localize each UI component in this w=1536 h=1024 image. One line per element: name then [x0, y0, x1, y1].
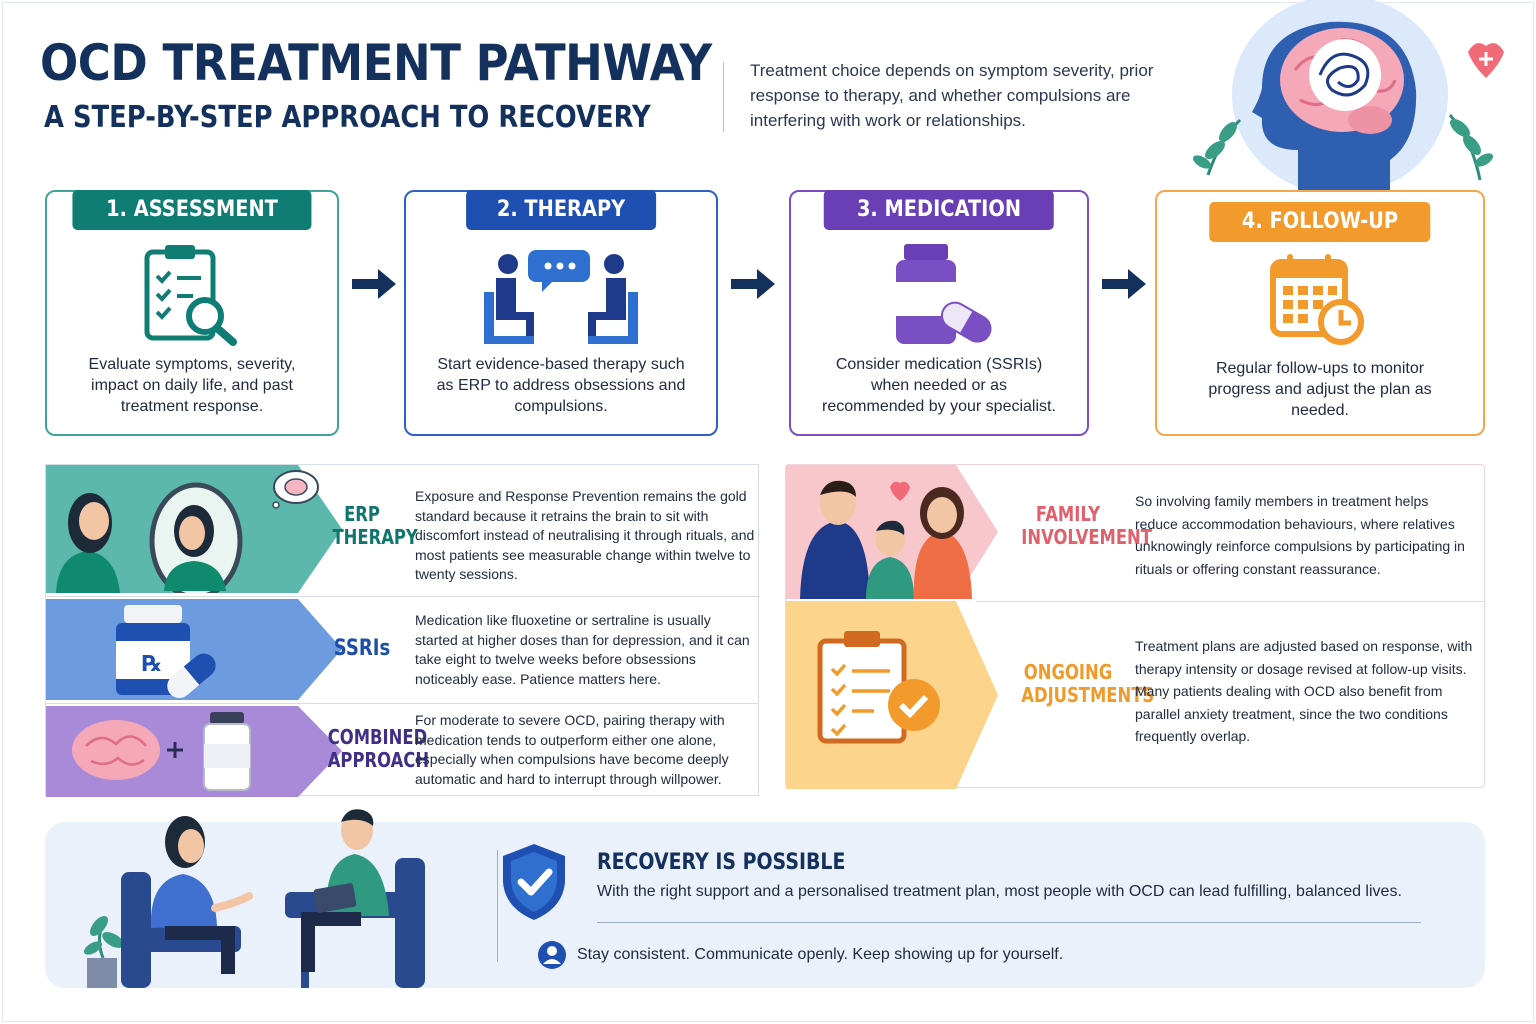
row-divider	[46, 703, 758, 704]
clipboard-search-icon	[144, 245, 237, 346]
page-title: OCD TREATMENT PATHWAY	[40, 34, 712, 92]
banner-rule	[597, 922, 1421, 923]
step-assessment: 1. ASSESSMENT Evaluate symptoms, severit…	[45, 190, 339, 436]
recovery-banner: RECOVERY IS POSSIBLE With the right supp…	[45, 809, 1485, 988]
therapy-session-icon	[484, 250, 638, 344]
step-description: Consider medication (SSRIs) when needed …	[822, 356, 1056, 415]
medication-bottle-icon	[896, 244, 992, 344]
step-therapy: 2. THERAPY Start evidence-based therapy …	[404, 190, 718, 436]
ssris-row: ℞ SSRIs Medication like fluoxetine or se…	[46, 599, 760, 700]
step-description: Evaluate symptoms, severity, impact on d…	[88, 356, 296, 415]
row-description: So involving family members in treatment…	[1135, 493, 1465, 577]
row-description: For moderate to severe OCD, pairing ther…	[415, 712, 729, 787]
user-icon	[538, 941, 566, 969]
banner-footer: Stay consistent. Communicate openly. Kee…	[537, 940, 1063, 970]
arrow-right-icon	[1102, 269, 1146, 299]
combined-band	[46, 706, 342, 797]
banner-title: RECOVERY IS POSSIBLE	[597, 850, 846, 875]
erp-band	[46, 465, 342, 593]
intro-text: Treatment choice depends on symptom seve…	[750, 61, 1154, 130]
shield-check-icon	[503, 844, 565, 920]
step-follow-up: 4. FOLLOW-UP Regular follow-ups to monit…	[1155, 190, 1485, 436]
banner-text: With the right support and a personalise…	[597, 883, 1402, 900]
row-description: Medication like fluoxetine or sertraline…	[415, 612, 750, 687]
page-subtitle: A STEP-BY-STEP APPROACH TO RECOVERY	[44, 100, 651, 135]
ssris-band: ℞	[46, 599, 342, 700]
arrow-right-icon	[731, 269, 775, 299]
row-label: SSRIs	[333, 636, 391, 661]
step-description: Regular follow-ups to monitor progress a…	[1208, 360, 1432, 419]
banner-footer-text: Stay consistent. Communicate openly. Kee…	[577, 946, 1064, 964]
step-medication: 3. MEDICATION Consider medication (SSRIs…	[789, 190, 1089, 436]
row-divider	[976, 601, 1484, 602]
step-label: 3. MEDICATION	[823, 190, 1055, 230]
adjustments-band	[786, 601, 998, 789]
step-label: 2. THERAPY	[466, 190, 656, 230]
counselling-illustration	[83, 809, 425, 988]
row-divider	[46, 596, 758, 597]
arrow-right-icon	[352, 269, 396, 299]
row-description: Treatment plans are adjusted based on re…	[1135, 638, 1473, 744]
svg-text:℞: ℞	[142, 652, 162, 677]
brain-head-illustration	[1192, 0, 1504, 190]
family-band	[786, 465, 998, 599]
calendar-clock-icon	[1270, 254, 1364, 345]
step-description: Start evidence-based therapy such as ERP…	[436, 356, 686, 415]
row-description: Exposure and Response Prevention remains…	[415, 488, 755, 582]
step-label: 4. FOLLOW-UP	[1209, 202, 1431, 242]
banner-divider	[497, 850, 498, 962]
step-label: 1. ASSESSMENT	[72, 190, 312, 230]
header-divider	[723, 62, 724, 132]
